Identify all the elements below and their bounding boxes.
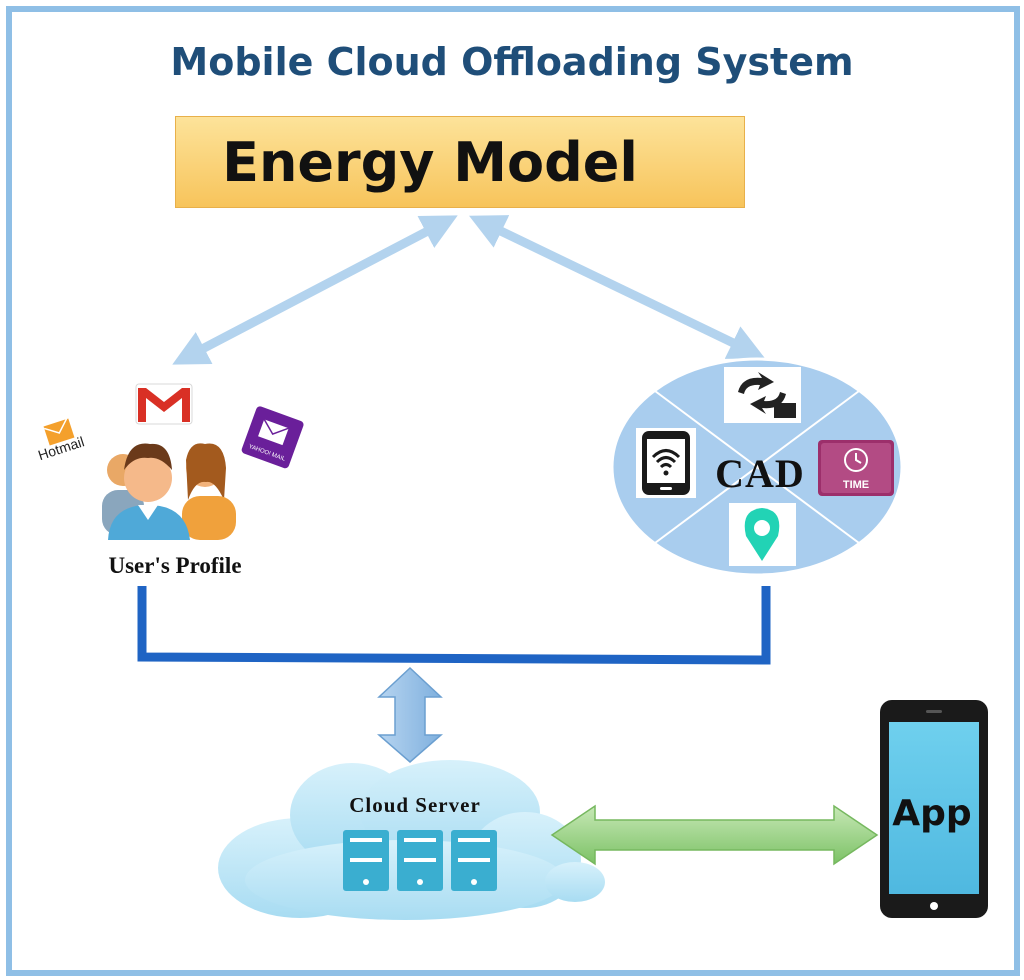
cloud-app-arrow [550,804,879,866]
profile-cad-connector [137,586,771,665]
energy-model-label: Energy Model [222,130,638,194]
time-text: TIME [843,479,869,491]
app-label: App [892,793,972,834]
yahoo-mail-icon: YAHOO! MAIL [241,406,304,469]
hotmail-icon [43,416,75,446]
server-icon [451,830,497,891]
user-profile-label: User's Profile [108,553,242,578]
time-clock-icon: TIME [818,440,894,496]
wifi-phone-icon [636,428,696,498]
connector-cloud-arrow [376,666,444,763]
diagram-title: Mobile Cloud Offloading System [170,40,854,84]
energy-to-user-arrow [172,215,458,365]
location-pin-icon [729,503,796,566]
gmail-icon [135,383,193,425]
diagram-frame [6,6,1020,976]
cad-ellipse [610,357,904,577]
energy-model-box: Energy Model [175,116,745,208]
cad-label: CAD [715,451,805,496]
users-group-icon [102,443,236,540]
server-icon [343,830,389,891]
sync-folder-icon [724,367,801,423]
server-icon [397,830,443,891]
cloud-server-label: Cloud Server [349,793,481,817]
energy-to-cad-arrow [469,215,765,359]
phone-icon [880,700,988,918]
